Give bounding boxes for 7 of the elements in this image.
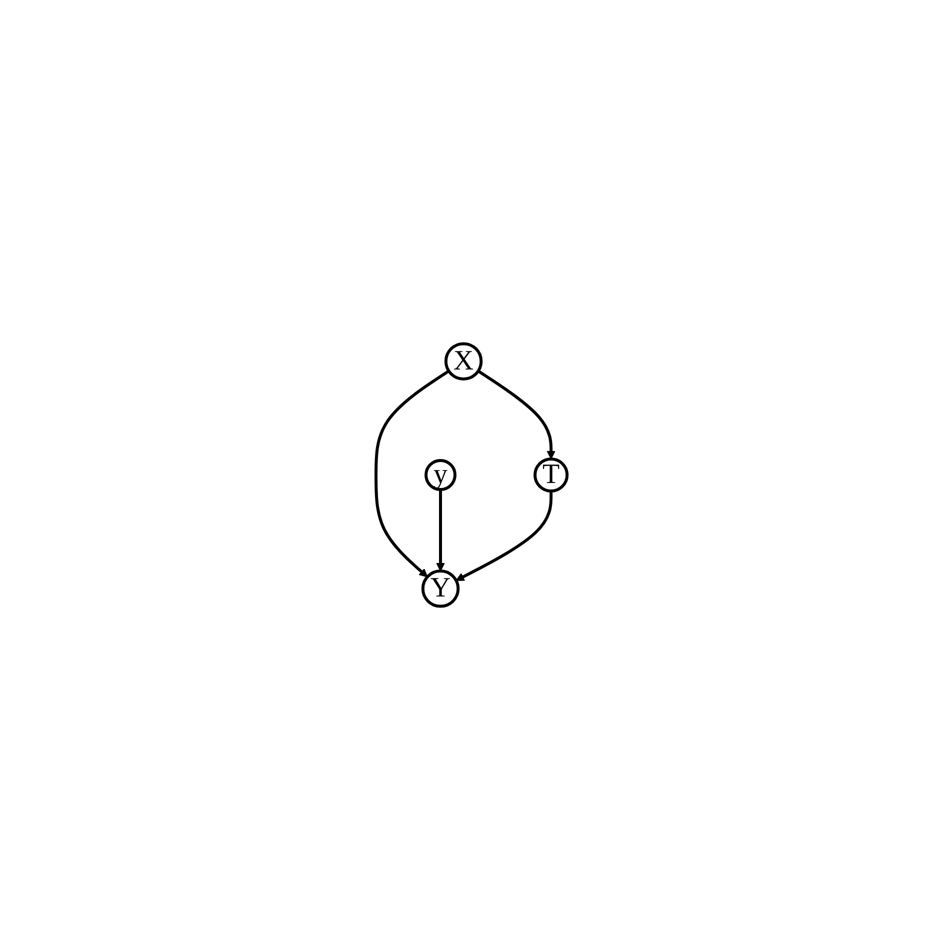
arrow — [478, 370, 556, 460]
node-circle: X — [444, 342, 484, 380]
arrow — [456, 491, 553, 581]
node-circle: Y — [422, 570, 460, 608]
node-circle: T — [534, 457, 570, 493]
arrow — [436, 490, 446, 572]
arrow — [374, 370, 450, 578]
